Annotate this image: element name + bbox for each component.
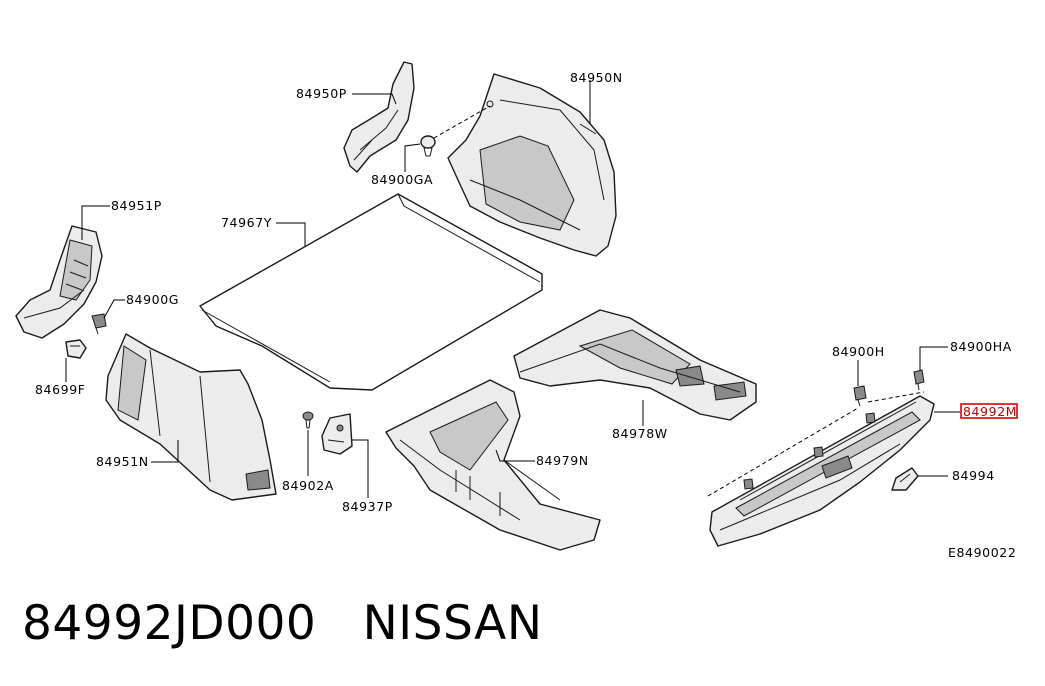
- part-84699F: [65, 339, 87, 359]
- leader-84900G: [103, 299, 125, 319]
- diagram-code: E8490022: [948, 545, 1016, 560]
- part-84979N: [385, 379, 601, 551]
- label-84699F: 84699F: [35, 382, 86, 397]
- label-84978W: 84978W: [612, 426, 668, 441]
- part-number: 84992JD000: [22, 596, 317, 651]
- leader-84951P: [81, 205, 110, 240]
- part-74967Y: [199, 193, 543, 391]
- label-84979N: 84979N: [536, 453, 589, 468]
- label-84900HA: 84900HA: [950, 339, 1012, 354]
- leader-84950P: [352, 93, 397, 105]
- label-84900G: 84900G: [126, 292, 179, 307]
- part-84951P: [15, 225, 103, 339]
- part-84900HA: [913, 369, 925, 391]
- label-84994: 84994: [952, 468, 995, 483]
- leader-84900HA: [919, 346, 948, 370]
- leader-84900GA: [404, 143, 421, 172]
- part-84950N: [447, 73, 617, 257]
- part-84902A: [302, 411, 314, 429]
- leader-84937P: [352, 439, 369, 498]
- label-84951P: 84951P: [111, 198, 162, 213]
- label-74967Y: 74967Y: [221, 215, 272, 230]
- part-84900H: [853, 385, 867, 407]
- part-84978W: [513, 309, 757, 421]
- leader-74967Y: [276, 222, 306, 246]
- leader-84979N: [495, 449, 535, 462]
- part-84992M: [709, 395, 935, 547]
- highlight-box: [960, 403, 1018, 419]
- part-84900G: [91, 313, 107, 335]
- part-84994: [891, 467, 919, 491]
- label-84950P: 84950P: [296, 86, 347, 101]
- label-84902A: 84902A: [282, 478, 334, 493]
- part-84950P: [343, 61, 415, 173]
- label-84992M: 84992M: [963, 404, 1017, 419]
- brand-name: NISSAN: [362, 596, 543, 651]
- part-84937P: [321, 413, 353, 455]
- leader-84951N: [151, 440, 179, 463]
- label-84900GA: 84900GA: [371, 172, 433, 187]
- label-84937P: 84937P: [342, 499, 393, 514]
- label-84900H: 84900H: [832, 344, 885, 359]
- label-84950N: 84950N: [570, 70, 623, 85]
- footer-title: 84992JD000 NISSAN: [22, 596, 542, 651]
- label-84951N: 84951N: [96, 454, 149, 469]
- part-84951N: [105, 333, 277, 501]
- part-84900GA: [420, 135, 436, 157]
